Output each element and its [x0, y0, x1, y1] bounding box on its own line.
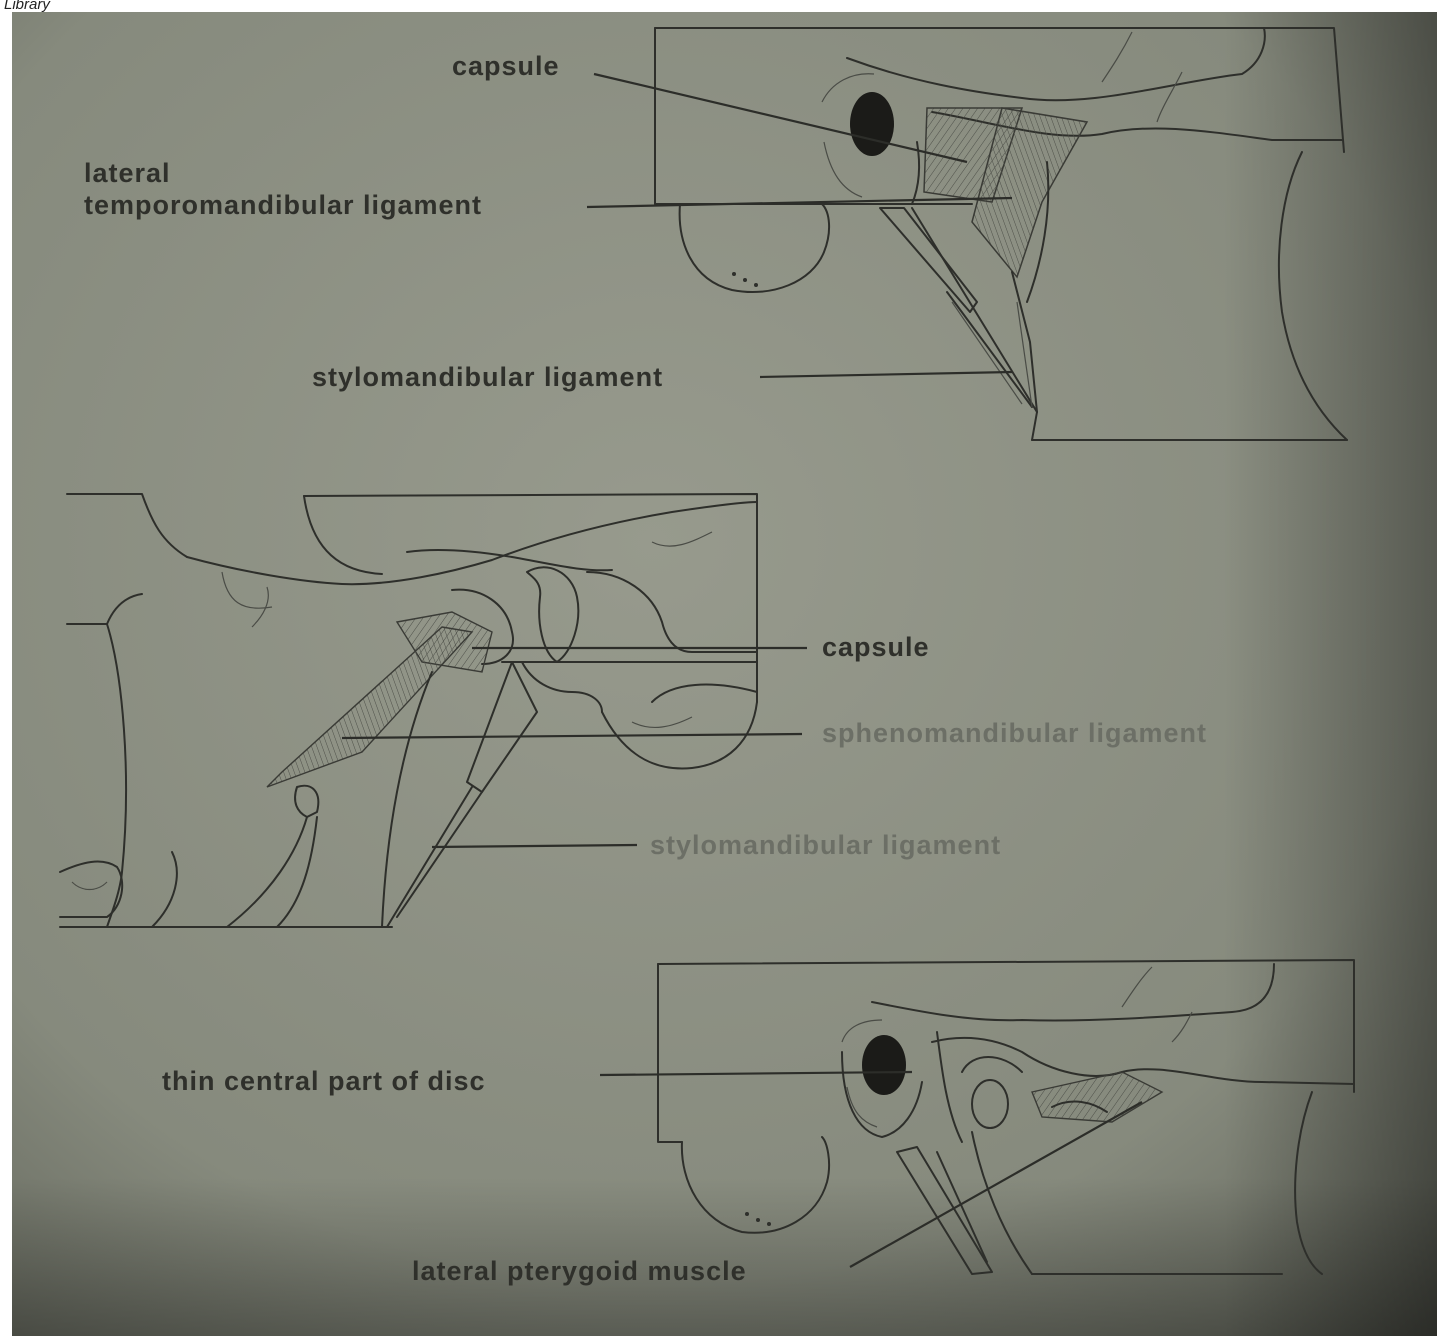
- label-lateral-pterygoid-muscle: lateral pterygoid muscle: [412, 1256, 747, 1286]
- label-capsule-top: capsule: [452, 51, 560, 81]
- label-capsule-middle: capsule: [822, 632, 930, 662]
- label-stylomandibular-top: stylomandibular ligament: [312, 362, 663, 392]
- label-thin-central-part-of-disc: thin central part of disc: [162, 1066, 486, 1096]
- label-lateral: lateral: [84, 158, 171, 188]
- scanned-page-photo: capsule lateral temporomandibular ligame…: [12, 12, 1437, 1336]
- label-stylomandibular-middle: stylomandibular ligament: [650, 830, 1001, 860]
- label-sphenomandibular-ligament: sphenomandibular ligament: [822, 718, 1207, 748]
- label-temporomandibular-ligament: temporomandibular ligament: [84, 190, 482, 220]
- anatomy-diagram: capsule lateral temporomandibular ligame…: [12, 12, 1437, 1336]
